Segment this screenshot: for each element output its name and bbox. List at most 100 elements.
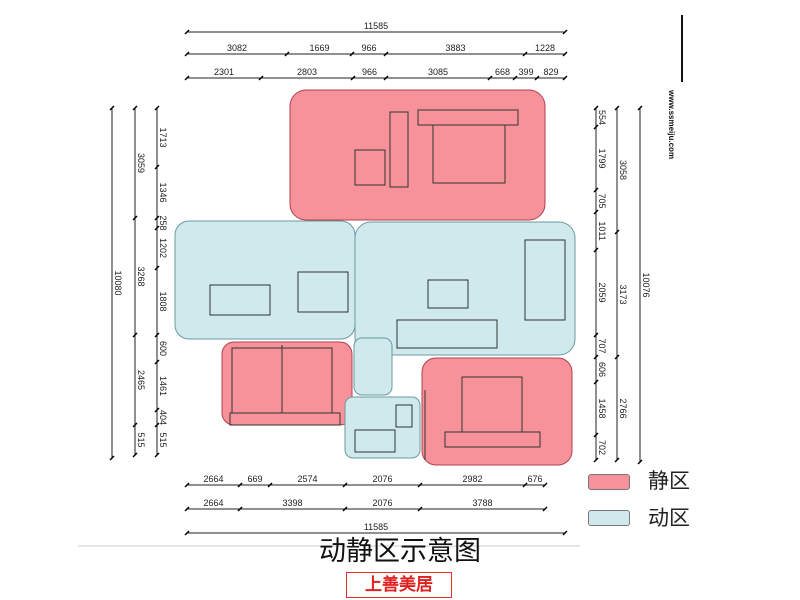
dimension-tick bbox=[593, 105, 599, 111]
dimension-label: 829 bbox=[543, 67, 558, 77]
dimension-tick bbox=[593, 432, 599, 438]
dimension-label: 2664 bbox=[203, 498, 223, 508]
active-zone-living-room bbox=[354, 221, 576, 356]
page-title: 动静区示意图 bbox=[319, 536, 481, 567]
dimension-tick bbox=[154, 452, 160, 458]
dimension-label: 966 bbox=[362, 67, 377, 77]
dimension-label: 2664 bbox=[203, 474, 223, 484]
dimension-tick bbox=[593, 379, 599, 385]
dimension-tick bbox=[184, 29, 190, 35]
dimension-label: 3085 bbox=[428, 67, 448, 77]
brand-logo: 上善美居 bbox=[346, 572, 452, 598]
dimension-label: 1669 bbox=[309, 43, 329, 53]
dimension-label: 554 bbox=[597, 110, 607, 125]
dimension-tick bbox=[562, 51, 568, 57]
dimension-label: 676 bbox=[527, 474, 542, 484]
dimension-label: 11585 bbox=[364, 522, 388, 532]
dimension-tick bbox=[342, 482, 348, 488]
dimension-tick bbox=[258, 75, 264, 81]
dimension-label: 399 bbox=[518, 67, 533, 77]
dimension-tick bbox=[637, 459, 643, 465]
dimension-label: 606 bbox=[597, 362, 607, 377]
dimension-tick bbox=[184, 51, 190, 57]
dimension-label: 3059 bbox=[136, 153, 146, 173]
dimension-tick bbox=[349, 51, 355, 57]
dimension-tick bbox=[593, 187, 599, 193]
dimension-tick bbox=[562, 29, 568, 35]
dimension-tick bbox=[154, 422, 160, 428]
dimension-label: 1458 bbox=[597, 398, 607, 418]
active-zone-bathroom bbox=[344, 396, 421, 459]
dimension-label: 2982 bbox=[462, 474, 482, 484]
dimension-tick bbox=[154, 164, 160, 170]
dimension-tick bbox=[614, 457, 620, 463]
dimension-label: 2574 bbox=[297, 474, 317, 484]
dimension-tick bbox=[132, 452, 138, 458]
dimension-tick bbox=[593, 354, 599, 360]
dimension-label: 1713 bbox=[158, 127, 168, 147]
legend-label-quiet: 静区 bbox=[648, 469, 690, 493]
dimension-tick bbox=[542, 506, 548, 512]
dimension-tick bbox=[237, 506, 243, 512]
dimension-tick bbox=[522, 482, 528, 488]
dimension-tick bbox=[534, 75, 540, 81]
dimension-tick bbox=[237, 482, 243, 488]
legend-label-active: 动区 bbox=[648, 506, 690, 530]
dimension-tick bbox=[184, 482, 190, 488]
dimension-label: 10076 bbox=[641, 272, 651, 297]
dimension-label: 258 bbox=[158, 215, 168, 230]
dimension-label: 2076 bbox=[372, 474, 392, 484]
dimension-tick bbox=[417, 506, 423, 512]
dimension-tick bbox=[154, 332, 160, 338]
dimension-label: 1808 bbox=[158, 291, 168, 311]
dimension-tick bbox=[350, 75, 356, 81]
dimension-tick bbox=[184, 530, 190, 536]
dimension-label: 3788 bbox=[472, 498, 492, 508]
dimension-label: 966 bbox=[361, 43, 376, 53]
dimension-label: 3082 bbox=[227, 43, 247, 53]
quiet-zone-third-bedroom bbox=[421, 357, 573, 466]
dimension-tick bbox=[593, 209, 599, 215]
dimension-label: 669 bbox=[247, 474, 262, 484]
dimension-label: 2465 bbox=[136, 370, 146, 390]
dimension-tick bbox=[593, 247, 599, 253]
active-zone-kitchen-dining bbox=[174, 220, 356, 340]
dimension-label: 705 bbox=[597, 193, 607, 208]
dimension-label: 3058 bbox=[618, 160, 628, 180]
dimension-tick bbox=[383, 51, 389, 57]
dimension-tick bbox=[132, 215, 138, 221]
dimension-label: 10080 bbox=[113, 270, 123, 295]
legend-swatch-active bbox=[588, 510, 630, 526]
dimension-label: 2803 bbox=[297, 67, 317, 77]
dimension-label: 1228 bbox=[535, 43, 555, 53]
dimension-label: 600 bbox=[158, 341, 168, 356]
dimension-label: 515 bbox=[136, 432, 146, 447]
dimension-tick bbox=[417, 482, 423, 488]
dimension-label: 2059 bbox=[597, 282, 607, 302]
dimension-label: 3173 bbox=[618, 284, 628, 304]
dimension-tick bbox=[109, 455, 115, 461]
dimension-label: 3268 bbox=[136, 266, 146, 286]
dimension-tick bbox=[562, 530, 568, 536]
legend-swatch-quiet bbox=[588, 474, 630, 490]
dimension-label: 2301 bbox=[214, 67, 234, 77]
dimension-tick bbox=[614, 354, 620, 360]
dimension-tick bbox=[132, 332, 138, 338]
dimension-label: 1011 bbox=[597, 221, 607, 240]
dimension-label: 2076 bbox=[372, 498, 392, 508]
dimension-label: 404 bbox=[158, 410, 168, 425]
active-zone-corridor bbox=[353, 337, 393, 396]
dimension-label: 2766 bbox=[618, 398, 628, 418]
dimension-tick bbox=[109, 105, 115, 111]
dimension-label: 1202 bbox=[158, 238, 168, 258]
dimension-tick bbox=[154, 359, 160, 365]
dimension-tick bbox=[154, 105, 160, 111]
dimension-tick bbox=[562, 75, 568, 81]
quiet-zone-master-bedroom bbox=[289, 89, 546, 221]
dimension-tick bbox=[132, 105, 138, 111]
dimension-tick bbox=[593, 457, 599, 463]
dimension-label: 668 bbox=[495, 67, 510, 77]
dimension-tick bbox=[154, 215, 160, 221]
